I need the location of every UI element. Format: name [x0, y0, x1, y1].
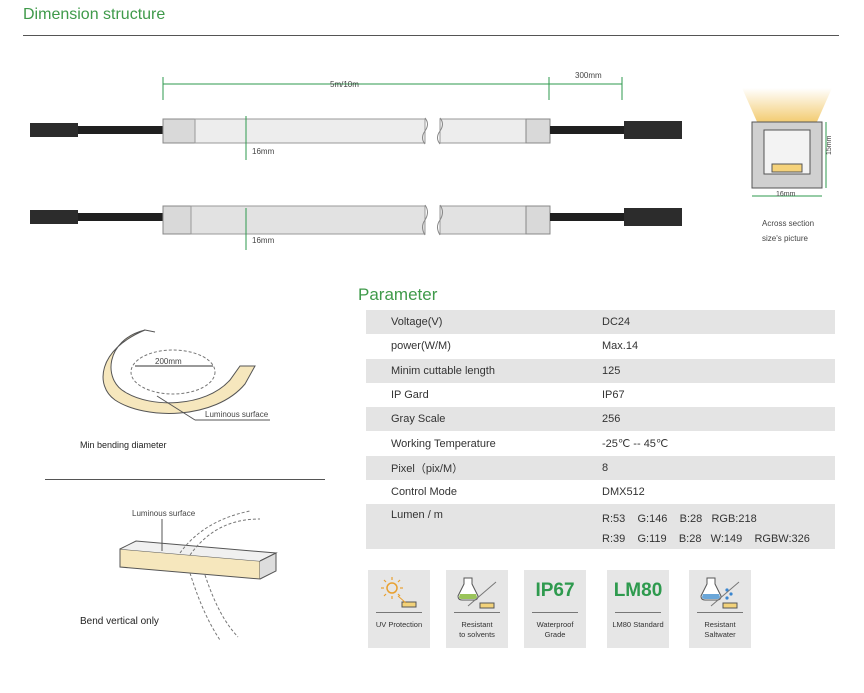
width-label-bottom: 16mm	[252, 236, 275, 245]
badge-caption: UV Protection	[375, 620, 423, 629]
table-row: IP Gard IP67	[366, 383, 835, 407]
lumen-line-2: R:39 G:119 B:28 W:149 RGBW:326	[602, 533, 810, 546]
badge-uv-protection: UV Protection	[368, 570, 430, 648]
section-caption-1: Across section	[762, 219, 815, 228]
param-key: Lumen / m	[366, 504, 602, 550]
length-label: 5m/10m	[330, 80, 359, 89]
sun-icon	[381, 577, 417, 608]
saltwater-icon	[700, 577, 740, 609]
luminous-surface-label-2: Luminous surface	[132, 509, 196, 518]
badge-ip67-text: IP67	[535, 580, 575, 601]
param-key: Working Temperature	[391, 437, 496, 450]
param-value: -25℃ -- 45℃	[602, 438, 669, 451]
param-key: Pixel（pix/M）	[366, 455, 602, 481]
parameter-table: Voltage(V)DC24 power(W/M) Max.14 Minim cu…	[366, 310, 835, 550]
bend-vertical-diagram	[119, 510, 278, 641]
badge-divider	[615, 612, 661, 613]
param-key: Gray Scale	[366, 407, 602, 432]
param-key: Minim cuttable length	[366, 358, 602, 383]
bending-diagram	[102, 329, 270, 421]
section-title-dimension: Dimension structure	[23, 6, 166, 23]
param-value: 256	[602, 407, 835, 432]
section-height-label: 15mm	[826, 135, 833, 155]
param-key: power(W/M)	[391, 340, 451, 353]
divider	[23, 35, 839, 36]
section-title-parameter: Parameter	[358, 285, 438, 304]
param-key: Control Mode	[391, 486, 458, 499]
table-row: Pixel（pix/M）8	[366, 455, 835, 481]
badge-divider	[454, 612, 500, 613]
param-key: Voltage(V)	[366, 310, 602, 335]
table-row: Working Temperature -25℃ -- 45℃	[366, 431, 835, 455]
strip-bottom	[30, 204, 682, 236]
divider-left	[45, 479, 325, 480]
badge-lm80-text: LM80	[613, 580, 663, 601]
bend-vertical-caption: Bend vertical only	[80, 616, 159, 627]
width-label-top: 16mm	[252, 147, 275, 156]
param-value-lumen: R:53 G:146 B:28 RGB:218 R:39 G:119 B:28 …	[602, 504, 835, 550]
strip-drawing	[30, 77, 682, 250]
badge-divider	[697, 612, 743, 613]
lumen-line-1: R:53 G:146 B:28 RGB:218	[602, 513, 757, 526]
section-caption-2: size's picture	[762, 234, 808, 243]
table-row: Voltage(V)DC24	[366, 310, 835, 335]
table-row: power(W/M) Max.14	[366, 334, 835, 358]
param-value: 8	[602, 455, 835, 481]
cross-section-drawing	[742, 88, 832, 197]
param-key: IP Gard	[391, 389, 429, 402]
badge-lm80: LM80 LM80 Standard	[607, 570, 669, 648]
param-value: DC24	[602, 310, 835, 335]
param-value: Max.14	[602, 340, 639, 353]
badge-divider	[376, 612, 422, 613]
bend-diameter-label: 200mm	[155, 357, 182, 366]
param-value: DMX512	[602, 486, 645, 499]
table-row: Control Mode DMX512	[366, 480, 835, 504]
flask-icon	[457, 577, 497, 609]
param-value: 125	[602, 358, 835, 383]
length-dimension-line	[162, 77, 623, 100]
badge-divider	[532, 612, 578, 613]
badge-caption: LM80 Standard	[612, 620, 664, 629]
luminous-surface-label-1: Luminous surface	[205, 410, 269, 419]
section-width-label: 16mm	[776, 191, 796, 198]
param-value: IP67	[602, 389, 625, 402]
bending-caption: Min bending diameter	[80, 440, 167, 450]
cable-length-label: 300mm	[575, 71, 602, 80]
table-row-lumen: Lumen / m R:53 G:146 B:28 RGB:218 R:39 G…	[366, 504, 835, 550]
strip-top	[30, 117, 682, 145]
